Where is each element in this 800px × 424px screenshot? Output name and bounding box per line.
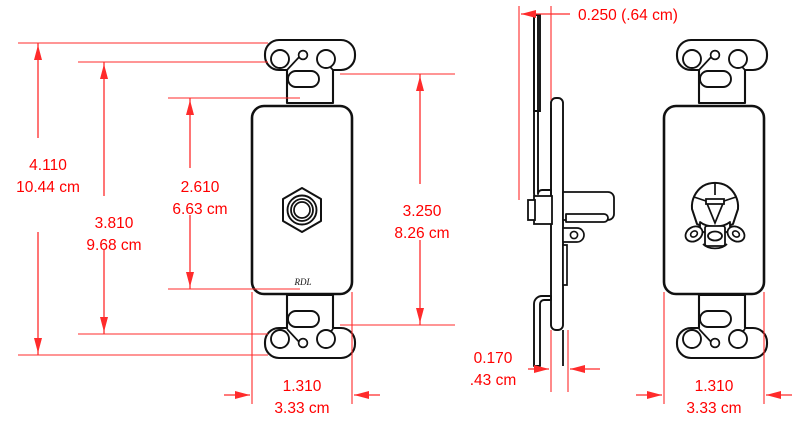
dimension-bracket-height: 3.810 9.68 cm [78, 61, 268, 335]
dim-4110-imperial: 4.110 [29, 157, 67, 174]
dim-width-front-metric: 3.33 cm [274, 400, 329, 417]
top-mounting-bracket [263, 38, 357, 105]
side-hardware [562, 191, 615, 286]
dim-thickness-metric: .43 cm [470, 372, 517, 389]
dim-2610-metric: 6.63 cm [172, 201, 227, 218]
brand-label: RDL [293, 277, 311, 287]
dim-width-rear-imperial: 1.310 [695, 378, 734, 395]
dim-width-front-imperial: 1.310 [283, 378, 322, 395]
dim-3810-imperial: 3.810 [95, 215, 134, 232]
jack-body [527, 195, 553, 225]
dim-4110-metric: 10.44 cm [16, 179, 80, 196]
front-view: RDL [250, 38, 357, 360]
dim-thickness-imperial: 0.170 [474, 350, 513, 367]
dimension-plate-thickness: 0.170 .43 cm [470, 330, 600, 392]
dim-depth-label: 0.250 (.64 cm) [578, 7, 678, 24]
dimension-plate-width-rear: 1.310 3.33 cm [636, 292, 792, 417]
dim-2610-imperial: 2.610 [181, 179, 220, 196]
rear-bottom-mounting-bracket [675, 293, 769, 360]
dim-3810-metric: 9.68 cm [86, 237, 141, 254]
dimension-connector-center-height: 2.610 6.63 cm [168, 97, 300, 290]
dim-3250-imperial: 3.250 [403, 203, 442, 220]
hex-nut-connector [282, 187, 322, 233]
bottom-mounting-bracket [263, 293, 357, 360]
rear-top-mounting-bracket [675, 38, 769, 105]
side-view [527, 14, 615, 367]
dimension-overall-height: 4.110 10.44 cm [16, 42, 268, 356]
dimension-plate-depth: 0.250 (.64 cm) [518, 6, 678, 200]
dim-width-rear-metric: 3.33 cm [686, 400, 741, 417]
dim-3250-metric: 8.26 cm [394, 225, 449, 242]
rear-view [662, 38, 769, 360]
connector-rear-body [684, 181, 746, 250]
dimension-plate-face-height: 3.250 8.26 cm [340, 73, 455, 326]
dimension-plate-width-front: 1.310 3.33 cm [224, 292, 380, 417]
